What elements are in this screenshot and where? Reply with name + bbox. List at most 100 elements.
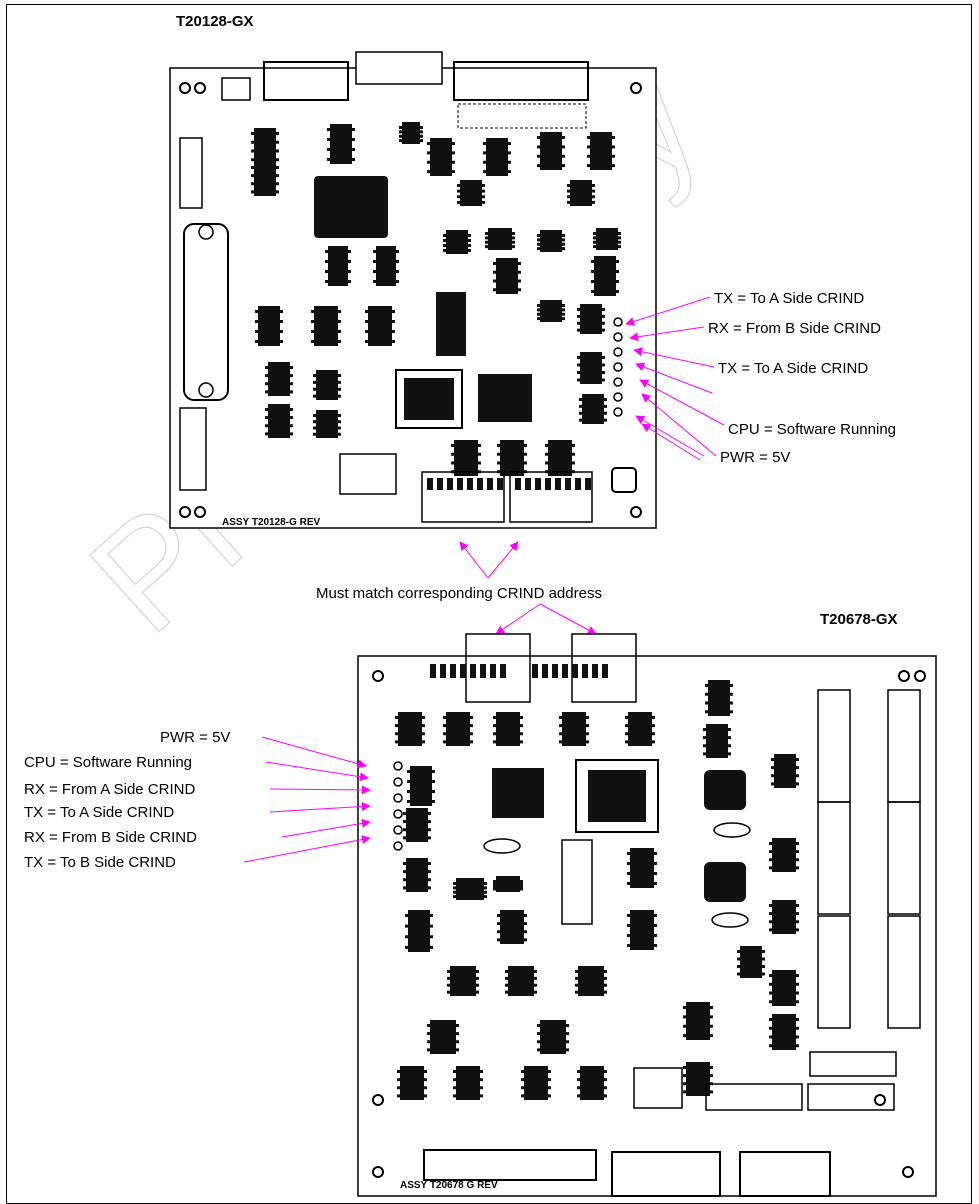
ic-pin	[352, 148, 355, 151]
ic-pin	[508, 170, 511, 174]
ic-pin	[453, 886, 456, 890]
ic-pin	[796, 782, 799, 786]
ic-pin	[427, 1048, 430, 1052]
mounting-hole	[902, 1166, 914, 1178]
ic-pin	[769, 920, 772, 924]
ic-pin	[338, 310, 341, 313]
ic-pin	[338, 320, 341, 323]
ic-pin	[392, 320, 395, 323]
ic-pin	[420, 126, 423, 129]
ic-pin	[352, 128, 355, 131]
ic-pin	[457, 200, 460, 204]
ic-pin	[579, 411, 582, 415]
ic-pin	[521, 1078, 524, 1082]
bottom-callout-2: CPU = Software Running	[24, 754, 192, 771]
ic-pin	[796, 850, 799, 854]
ic-pin	[403, 870, 406, 874]
ic-pin	[251, 182, 254, 186]
ic-pin	[562, 308, 565, 312]
ic-pin	[771, 758, 774, 761]
ic-pin	[737, 965, 740, 968]
ic-pin	[255, 340, 258, 343]
ic-pin	[251, 190, 254, 194]
dip-lever	[457, 478, 463, 490]
mounting-hole	[630, 82, 642, 94]
bottom-callout-5: RX = From B Side CRIND	[24, 829, 197, 846]
ic-pin	[683, 1082, 686, 1086]
ic-pin	[403, 886, 406, 890]
ic-pin	[453, 882, 456, 885]
ic-pin	[537, 136, 540, 139]
ic-pin	[352, 158, 355, 161]
ic-pin	[562, 312, 565, 316]
ic-chip	[430, 138, 452, 176]
ic-pin	[593, 232, 596, 235]
ic-pin	[567, 184, 570, 187]
ic-pin	[520, 880, 523, 883]
ic-pin	[397, 1094, 400, 1098]
ic-pin	[796, 758, 799, 761]
ic-pin	[443, 724, 446, 728]
ic-pin	[562, 242, 565, 246]
top-callout-3: TX = To A Side CRIND	[718, 360, 868, 377]
ic-pin	[476, 983, 479, 987]
mounting-hole	[179, 506, 191, 518]
connector-p107-row	[807, 1083, 895, 1111]
ic-pin	[577, 314, 580, 318]
ic-pin	[428, 862, 431, 865]
ic-pin	[365, 340, 368, 343]
ic-pin	[497, 938, 500, 942]
ic-pin	[453, 1078, 456, 1082]
ic-pin	[796, 928, 799, 932]
bottom-board-leds	[393, 761, 403, 851]
ic-pin	[577, 371, 580, 374]
ic-pin	[478, 444, 481, 447]
ic-pin	[593, 245, 596, 249]
ic-pin	[420, 130, 423, 134]
ic-pin	[432, 790, 435, 793]
ic-chip	[368, 306, 392, 346]
ic-pin	[612, 145, 615, 149]
led	[613, 317, 623, 327]
ic-pin	[483, 151, 486, 155]
ic-pin	[505, 976, 508, 980]
dip-lever	[572, 664, 578, 678]
ic-pin	[338, 380, 341, 384]
ic-pin	[769, 974, 772, 977]
led	[393, 825, 403, 835]
chip-u9	[478, 374, 532, 422]
dip-lever	[430, 664, 436, 678]
ic-pin	[392, 340, 395, 343]
callout-arrow	[641, 423, 701, 461]
ic-chip	[706, 724, 728, 758]
ic-chip	[524, 1066, 548, 1100]
ic-pin	[338, 330, 341, 333]
ic-pin	[456, 1032, 459, 1036]
ic-chip	[258, 306, 280, 346]
ic-pin	[769, 850, 772, 854]
ic-pin	[577, 1086, 580, 1090]
ic-pin	[796, 1000, 799, 1004]
ic-pin	[627, 944, 630, 947]
ic-pin	[403, 812, 406, 815]
ic-pin	[480, 1070, 483, 1073]
ic-pin	[265, 432, 268, 436]
ic-pin	[443, 732, 446, 736]
ic-pin	[683, 1006, 686, 1009]
callout-arrow	[487, 541, 519, 579]
mounting-hole	[179, 82, 191, 94]
dip-lever	[447, 478, 453, 490]
ic-pin	[567, 195, 570, 199]
ic-pin	[537, 247, 540, 251]
led	[613, 362, 623, 372]
regulator	[633, 1067, 683, 1109]
ic-pin	[762, 957, 765, 961]
ic-pin	[537, 1024, 540, 1027]
connector-j104	[179, 137, 203, 209]
ic-pin	[612, 136, 615, 139]
ic-pin	[575, 990, 578, 994]
ic-pin	[428, 870, 431, 874]
ic-pin	[482, 200, 485, 204]
ic-pin	[575, 970, 578, 973]
ic-pin	[338, 374, 341, 377]
